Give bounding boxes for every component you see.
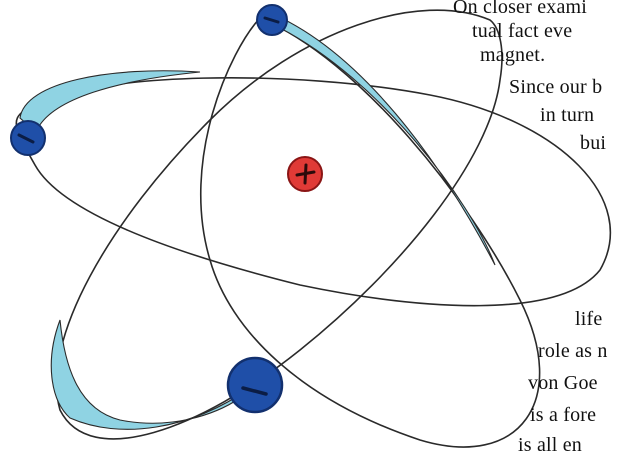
electron-icon	[257, 5, 287, 35]
nucleus-icon	[288, 157, 322, 191]
text-line-1: On closer exami	[453, 0, 587, 18]
text-line-11: is all en	[518, 434, 582, 456]
text-line-9: von Goe	[528, 372, 598, 394]
text-line-10: is a fore	[530, 404, 596, 426]
text-line-6: bui	[580, 132, 606, 154]
text-line-3: magnet.	[480, 44, 545, 66]
text-line-2: tual fact eve	[472, 20, 572, 42]
text-line-7: life	[575, 308, 602, 330]
text-line-4: Since our b	[509, 76, 602, 98]
electron-icon	[228, 358, 282, 412]
electron-trail-bottom	[51, 320, 250, 429]
text-line-5: in turn	[540, 104, 594, 126]
text-line-8: role as n	[538, 340, 608, 362]
electron-icon	[11, 121, 45, 155]
orbit-horizontal	[16, 78, 610, 306]
